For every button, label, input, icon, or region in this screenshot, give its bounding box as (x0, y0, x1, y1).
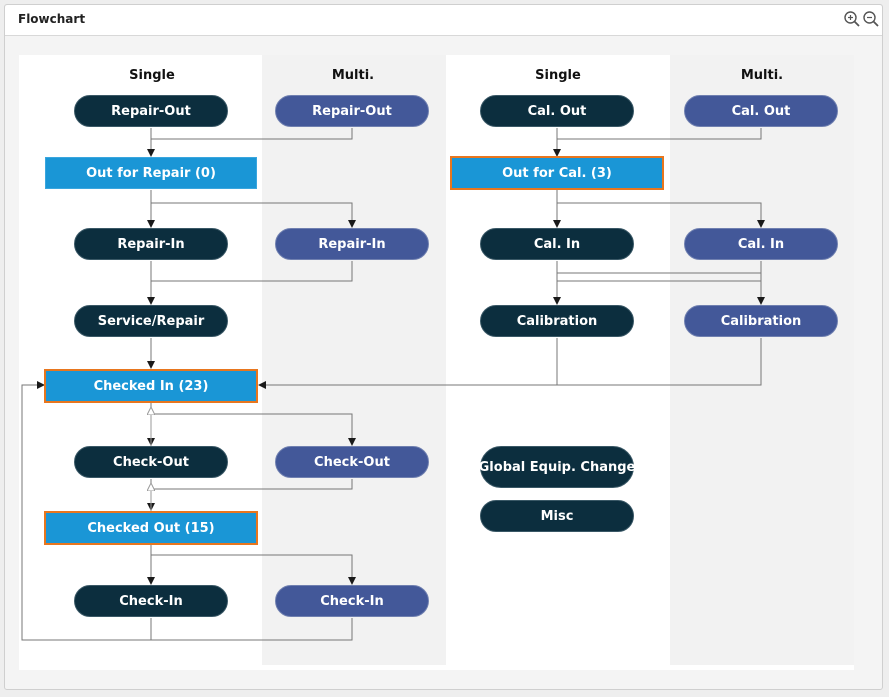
global-equip-change-node[interactable]: Global Equip. Change (479, 446, 635, 488)
panel-header: Flowchart (5, 5, 882, 36)
panel-title: Flowchart (18, 12, 86, 26)
checked-in-box[interactable]: Checked In (23) (44, 369, 258, 403)
calibration-single-node[interactable]: Calibration (480, 305, 634, 337)
checked-out-box[interactable]: Checked Out (15) (44, 511, 258, 545)
check-out-single-node[interactable]: Check-Out (74, 446, 228, 478)
check-out-multi-node[interactable]: Check-Out (275, 446, 429, 478)
column-header-multi: Multi. (740, 68, 784, 83)
out-for-cal-box[interactable]: Out for Cal. (3) (450, 156, 664, 190)
misc-node[interactable]: Misc (480, 500, 634, 532)
out-for-repair-box[interactable]: Out for Repair (0) (45, 157, 257, 189)
multi-column-shade (670, 55, 854, 665)
check-in-single-node[interactable]: Check-In (74, 585, 228, 617)
column-header-single: Single (535, 68, 581, 83)
column-header-single: Single (129, 68, 175, 83)
repair-in-single-node[interactable]: Repair-In (74, 228, 228, 260)
service-repair-node[interactable]: Service/Repair (74, 305, 228, 337)
zoom-out-icon[interactable] (862, 10, 880, 28)
check-in-multi-node[interactable]: Check-In (275, 585, 429, 617)
connector-lines (21, 128, 765, 641)
repair-in-multi-node[interactable]: Repair-In (275, 228, 429, 260)
cal-in-multi-node[interactable]: Cal. In (684, 228, 838, 260)
multi-column-shade (262, 55, 446, 665)
column-header-multi: Multi. (331, 68, 375, 83)
cal-out-multi-node[interactable]: Cal. Out (684, 95, 838, 127)
calibration-multi-node[interactable]: Calibration (684, 305, 838, 337)
cal-out-single-node[interactable]: Cal. Out (480, 95, 634, 127)
repair-out-multi-node[interactable]: Repair-Out (275, 95, 429, 127)
cal-in-single-node[interactable]: Cal. In (480, 228, 634, 260)
repair-out-single-node[interactable]: Repair-Out (74, 95, 228, 127)
zoom-in-icon[interactable] (843, 10, 861, 28)
flowchart-canvas: Single Multi. Single Multi. (19, 55, 854, 670)
